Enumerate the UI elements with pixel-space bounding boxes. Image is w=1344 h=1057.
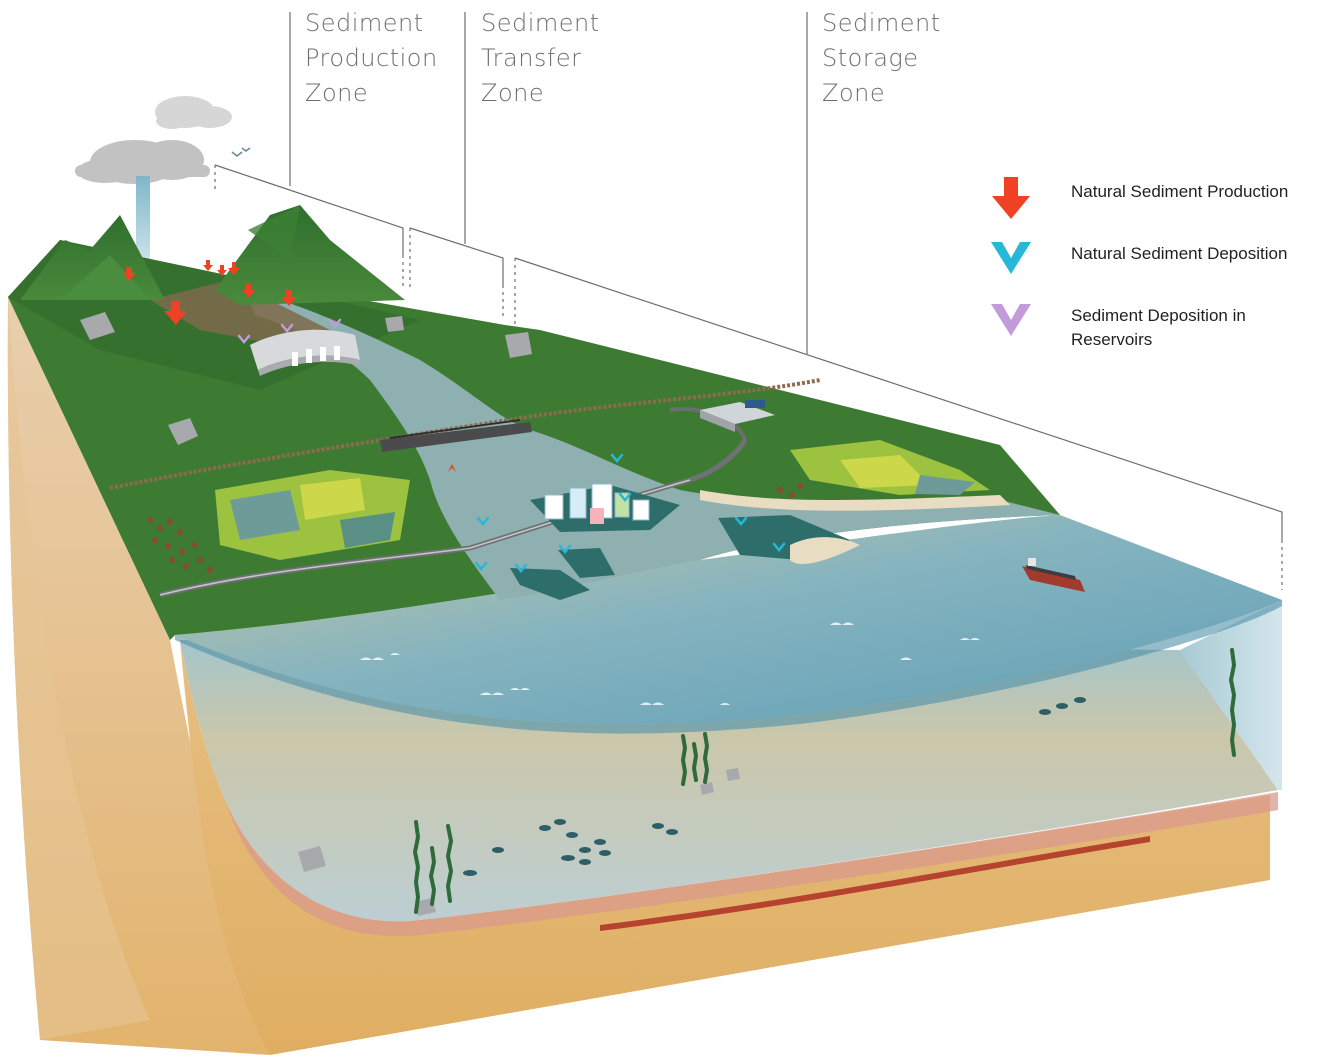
river: [245, 290, 1060, 600]
fish-school: [463, 697, 1086, 876]
red-down-arrow-icon: [992, 177, 1030, 219]
legend-label-production: Natural Sediment Production: [1071, 182, 1289, 201]
left-cliff-shade: [7, 297, 150, 1040]
zone-storage-line-1: Sediment: [822, 9, 941, 37]
orchard: [147, 483, 803, 573]
zone-label-transfer: Sediment Transfer Zone: [481, 6, 600, 111]
zone-production-line-3: Zone: [305, 79, 369, 107]
seabed-front: [180, 640, 1270, 1055]
legend-item-production: Natural Sediment Production: [985, 174, 1340, 224]
factory: [700, 400, 775, 432]
zone-bracket: [214, 12, 1283, 590]
clouds-icon: [75, 96, 232, 292]
wave-marks: [360, 622, 980, 705]
underwater-side: [1180, 600, 1282, 790]
zone-production-line-1: Sediment: [305, 9, 424, 37]
river-delta-beach: [700, 490, 1010, 511]
legend-item-reservoir-deposition: Sediment Deposition in Reservoirs: [985, 298, 1340, 358]
farm-fields: [215, 440, 990, 560]
lavender-chevron-icon: [991, 304, 1031, 336]
legend-label-reservoir-deposition: Sediment Deposition in Reservoirs: [1071, 306, 1246, 349]
zone-transfer-line-2: Transfer: [481, 44, 582, 72]
sediment-production-markers: [122, 260, 456, 472]
sediment-deposition-markers: [237, 318, 786, 573]
seabed-sediment-layer: [225, 792, 1278, 937]
seaweed: [412, 648, 1237, 914]
zone-label-storage: Sediment Storage Zone: [822, 6, 941, 111]
seabed-red-layer: [600, 836, 1150, 931]
zone-transfer-line-1: Sediment: [481, 9, 600, 37]
zone-label-production: Sediment Production Zone: [305, 6, 438, 111]
legend-item-deposition: Natural Sediment Deposition: [985, 236, 1340, 286]
islets: [510, 515, 860, 600]
rocks: [80, 312, 740, 916]
zone-production-line-2: Production: [305, 44, 438, 72]
city-island: [530, 483, 680, 532]
sea-surface: [175, 515, 1282, 725]
legend-label-deposition: Natural Sediment Deposition: [1071, 244, 1288, 263]
ship-icon: [1022, 558, 1085, 592]
zone-transfer-line-3: Zone: [481, 79, 545, 107]
zone-storage-line-2: Storage: [822, 44, 919, 72]
birds-icon: [231, 147, 251, 157]
zone-storage-line-3: Zone: [822, 79, 886, 107]
dam: [250, 329, 360, 376]
cyan-chevron-icon: [991, 242, 1031, 274]
